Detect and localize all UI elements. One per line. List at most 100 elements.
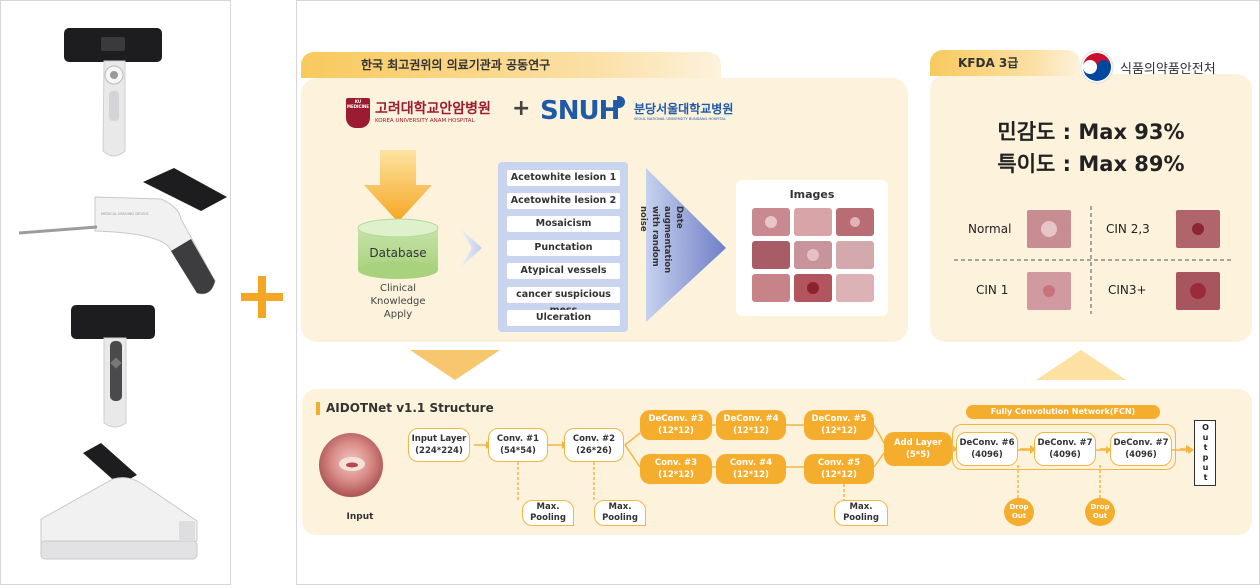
fcn-group	[952, 424, 1176, 470]
kfda-title: KFDA 3급	[930, 50, 1080, 76]
snuh-logo: SNUH	[540, 96, 620, 126]
node-size: (12*12)	[658, 426, 694, 436]
node-title: Conv. #1	[496, 434, 540, 444]
partner2-name: 분당서울대학교병원	[634, 102, 734, 116]
database-label: Database	[369, 246, 427, 260]
fcn-label: Fully Convolution Network(FCN)	[966, 405, 1160, 419]
node-title: Conv. #4	[729, 458, 773, 468]
down-arrow	[364, 150, 432, 222]
pool-line-1: Max.	[536, 502, 560, 512]
class-label: CIN 1	[976, 283, 1009, 297]
node-title: DeConv. #6	[959, 438, 1015, 448]
structure-title: AIDOTNet v1.1 Structure	[326, 401, 494, 415]
conv3-node: Conv. #3 (12*12)	[640, 454, 712, 484]
node-title: DeConv. #7	[1037, 438, 1093, 448]
node-size: (12*12)	[733, 470, 769, 480]
node-title: DeConv. #7	[1113, 438, 1169, 448]
deconv3-node: DeConv. #3 (12*12)	[640, 410, 712, 440]
sensitivity-stat: 민감도 : Max 93%	[997, 120, 1185, 144]
images-title: Images	[789, 188, 835, 201]
device-docked-view	[40, 443, 198, 560]
conv4-node: Conv. #4 (12*12)	[716, 454, 786, 484]
deconv7b-node: DeConv. #7 (4096)	[1110, 432, 1172, 466]
device-front-view	[64, 28, 162, 157]
pool-line-1: Max.	[849, 502, 873, 512]
plus-sign	[241, 276, 283, 318]
augment-item: Punctation	[507, 240, 620, 256]
partner-plus: +	[512, 96, 531, 121]
augment-item: Acetowhite lesion 1	[507, 170, 620, 186]
caption-line-3: Apply	[383, 309, 413, 320]
deconv5-node: DeConv. #5 (12*12)	[804, 410, 874, 440]
node-size: (12*12)	[821, 426, 857, 436]
augment-item: Mosaicism	[507, 216, 620, 232]
drop-out-2: Drop Out	[1085, 498, 1115, 526]
deconv4-node: DeConv. #4 (12*12)	[716, 410, 786, 440]
partner1-name-en: KOREA UNIVERSITY ANAM HOSPITAL	[375, 118, 475, 124]
augment-item: Atypical vessels	[507, 263, 620, 279]
add-layer-node: Add Layer (5*5)	[884, 432, 952, 466]
drop-line-1: Drop	[1009, 503, 1029, 511]
conv1-node: Conv. #1 (54*54)	[488, 428, 548, 462]
augment-item: Ulceration	[507, 310, 620, 326]
device-side-view: MEDICAL IMAGING DEVICE	[18, 168, 227, 295]
specificity-stat: 특이도 : Max 89%	[997, 152, 1185, 176]
input-image	[319, 433, 383, 497]
node-title: DeConv. #5	[811, 414, 867, 424]
device-panel: MEDICAL IMAGING DEVICE	[0, 0, 231, 585]
partner2-name-en: SEOUL NATIONAL UNIVERSITY BUNDANG HOSPIT…	[634, 117, 726, 121]
class-label: Normal	[968, 222, 1012, 236]
input-layer-node: Input Layer (224*224)	[408, 428, 470, 462]
node-size: (5*5)	[905, 450, 931, 460]
chevron-right-icon	[460, 228, 482, 268]
agency-emblem-icon	[1080, 50, 1114, 84]
ku-medicine-emblem	[346, 98, 370, 128]
svg-text:MEDICAL IMAGING DEVICE: MEDICAL IMAGING DEVICE	[101, 212, 149, 216]
pool-line-1: Max.	[608, 502, 632, 512]
augment-label-line-2: with random noise	[638, 206, 660, 267]
pool-line-2: Pooling	[602, 513, 638, 523]
images-grid	[752, 208, 874, 302]
augment-label-line-1: Date augmentation	[662, 206, 684, 274]
ku-badge-text: KU MEDICINE	[346, 99, 370, 109]
deconv7a-node: DeConv. #7 (4096)	[1034, 432, 1096, 466]
node-size: (12*12)	[658, 470, 694, 480]
node-title: Conv. #2	[572, 434, 616, 444]
partner1-name: 고려대학교안암병원	[375, 101, 491, 117]
caption-line-2: Knowledge	[370, 296, 426, 307]
node-title: DeConv. #4	[723, 414, 779, 424]
max-pooling-2: Max. Pooling	[594, 500, 646, 526]
drop-line-2: Out	[1092, 512, 1108, 520]
deconv6-node: DeConv. #6 (4096)	[956, 432, 1018, 466]
research-title: 한국 최고권위의 의료기관과 공동연구	[301, 52, 721, 78]
augment-label: Date augmentation with random noise	[638, 206, 685, 286]
node-size: (26*26)	[576, 446, 612, 456]
down-triangle	[410, 350, 500, 380]
title-marker	[316, 402, 320, 415]
node-title: Input Layer	[411, 434, 467, 444]
node-size: (12*12)	[821, 470, 857, 480]
device-back-view	[71, 305, 155, 428]
snuh-mark	[617, 96, 625, 108]
augment-triangle	[646, 168, 726, 322]
max-pooling-1: Max. Pooling	[522, 500, 574, 526]
conv5-node: Conv. #5 (12*12)	[804, 454, 874, 484]
pool-line-2: Pooling	[843, 513, 879, 523]
up-triangle	[1036, 350, 1126, 380]
node-size: (224*224)	[415, 446, 463, 456]
node-size: (12*12)	[733, 426, 769, 436]
drop-line-2: Out	[1011, 512, 1027, 520]
node-size: (4096)	[1125, 450, 1157, 460]
output-node: Output	[1194, 420, 1216, 486]
node-title: Add Layer	[893, 438, 943, 448]
node-title: Conv. #5	[817, 458, 861, 468]
augment-item: cancer suspicious mess	[507, 287, 620, 316]
node-title: Conv. #3	[654, 458, 698, 468]
input-label: Input	[346, 512, 374, 522]
agency-name: 식품의약품안전처	[1120, 62, 1216, 77]
drop-line-1: Drop	[1090, 503, 1110, 511]
class-label: CIN3+	[1108, 283, 1147, 297]
class-label: CIN 2,3	[1106, 222, 1150, 236]
conv2-node: Conv. #2 (26*26)	[564, 428, 624, 462]
device-illustrations: MEDICAL IMAGING DEVICE	[18, 28, 227, 560]
